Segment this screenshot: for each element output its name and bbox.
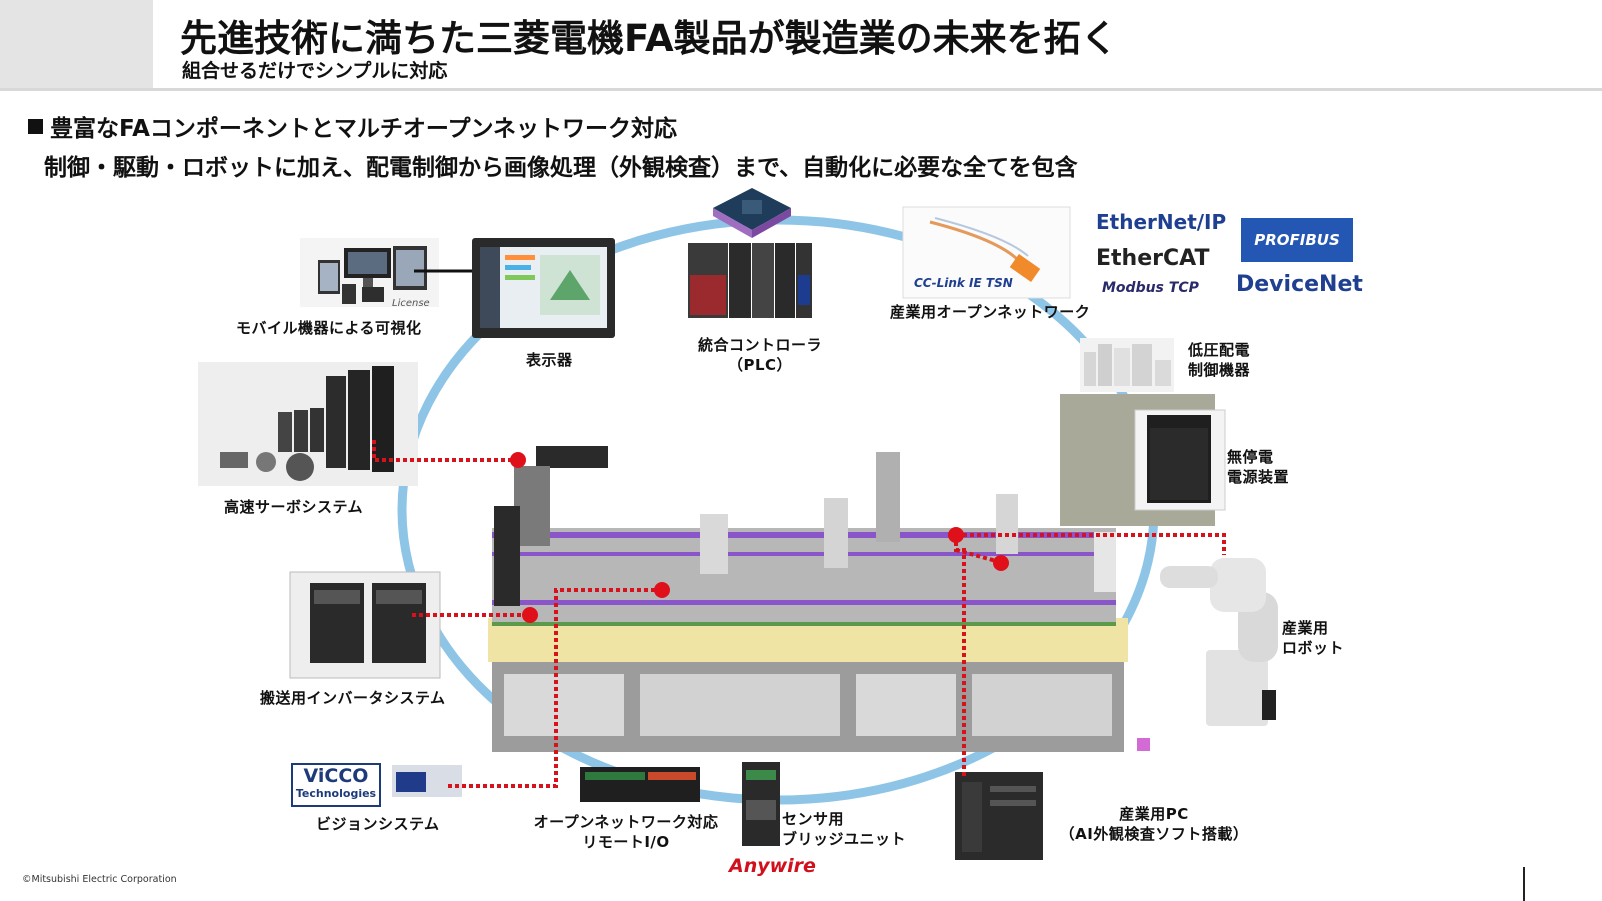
processor-chip-image [713,188,791,238]
ethernet-ip-logo: EtherNet/IP [1096,210,1227,234]
control-cabinet-image [1060,394,1226,526]
link-pc-node [955,548,1001,564]
label-remote-io-line2: リモートI/O [582,833,670,851]
cclink-ie-tsn-logo: CC-Link IE TSN [914,276,1013,290]
label-ups-line2: 電源装置 [1227,468,1290,486]
link-vision [448,588,662,788]
label-plc: 統合コントローラ （PLC） [689,335,831,375]
label-lowvolt-line1: 低圧配電 [1188,341,1251,359]
label-lowvolt-line2: 制御機器 [1188,361,1251,379]
section-heading: 豊富なFAコンポーネントとマルチオープンネットワーク対応 [28,109,677,143]
mobile-devices-image [300,238,439,307]
page-title: 先進技術に満ちた三菱電機FA製品が製造業の未来を拓く [180,17,1118,60]
copyright-text: ©Mitsubishi Electric Corporation [22,874,177,885]
network-cable-image [902,206,1071,299]
label-industrial-pc: 産業用PC （AI外観検査ソフト搭載） [1054,804,1254,844]
label-ups-line1: 無停電 [1227,448,1274,466]
remote-io-image [580,767,700,802]
node-robot-cell [993,555,1009,571]
label-mobile: モバイル機器による可視化 [236,319,422,337]
label-plc-line1: 統合コントローラ [697,336,822,354]
label-servo: 高速サーボシステム [224,498,364,516]
network-nodes [510,452,1009,623]
modbus-logo: Modbus TCP [1102,280,1199,296]
label-industrial-pc-line2: （AI外観検査ソフト搭載） [1059,825,1249,843]
ethercat-logo: EtherCAT [1096,246,1210,271]
label-plc-line2: （PLC） [727,356,793,374]
section-heading-text: 豊富なFAコンポーネントとマルチオープンネットワーク対応 [50,116,678,142]
vicco-logo-line2: Technologies [295,787,377,800]
header-accent-block [0,0,153,90]
link-servo [372,440,518,462]
vicco-logo-line1: ViCCO [303,765,369,787]
industrial-robot-image [1160,558,1278,726]
node-pc [948,527,964,543]
label-industrial-pc-line1: 産業用PC [1119,805,1189,823]
profibus-logo: PROFIBUS [1241,218,1353,262]
bullet-square-icon [28,119,43,134]
license-tag: License [392,298,430,309]
label-sensor-bridge: センサ用 ブリッジユニット [782,809,906,849]
page-subtitle: 組合せるだけでシンプルに対応 [182,60,448,82]
industrial-pc-image [955,772,1043,860]
label-sensor-bridge-line1: センサ用 [782,810,845,828]
label-remote-io-line1: オープンネットワーク対応 [533,813,719,831]
plc-image [688,243,812,318]
label-robot-line2: ロボット [1282,639,1345,657]
label-display: 表示器 [526,351,573,369]
label-remote-io: オープンネットワーク対応 リモートI/O [526,812,726,852]
servo-system-image [198,362,418,486]
label-inverter: 搬送用インバータシステム [260,689,446,707]
label-lowvolt: 低圧配電 制御機器 [1188,340,1250,380]
sensor-bridge-image [742,762,780,846]
node-inverter [522,607,538,623]
vicco-logo: ViCCO Technologies [291,763,381,807]
factory-line-image [488,446,1150,752]
label-robot: 産業用 ロボット [1282,618,1344,658]
label-vision: ビジョンシステム [316,815,440,833]
anywire-logo: Anywire [729,855,816,877]
section-subheading: 制御・駆動・ロボットに加え、配電制御から画像処理（外観検査）まで、自動化に必要な… [44,155,1078,181]
inverter-system-image [289,571,441,679]
hmi-display-image [472,238,615,338]
label-sensor-bridge-line2: ブリッジユニット [782,830,907,848]
label-network: 産業用オープンネットワーク [890,303,1091,321]
low-voltage-devices-image [1080,338,1174,392]
page-marker-bar [1523,867,1525,901]
devicenet-logo: DeviceNet [1236,272,1363,297]
node-vision [654,582,670,598]
header-divider [0,88,1602,91]
vision-camera-image [392,765,462,797]
label-ups: 無停電 電源装置 [1227,447,1289,487]
node-servo [510,452,526,468]
label-robot-line1: 産業用 [1282,619,1329,637]
link-pc-robot [956,533,1226,555]
